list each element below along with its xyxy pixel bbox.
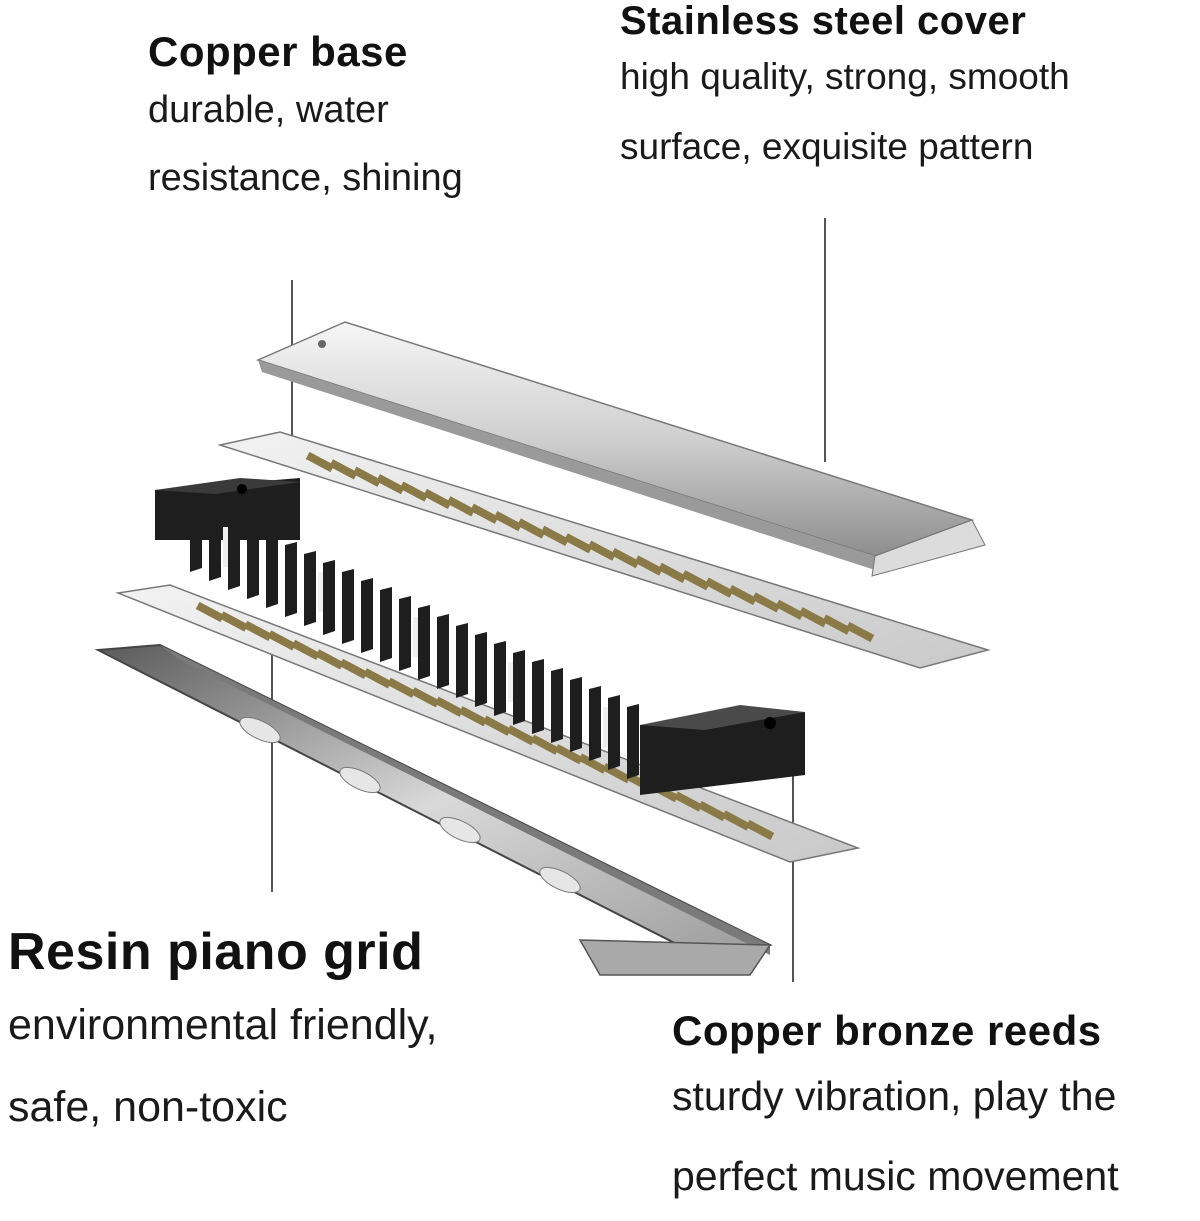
comb-tooth bbox=[608, 695, 620, 770]
upper-reed-slot bbox=[587, 540, 616, 561]
upper-reed-slot bbox=[399, 481, 429, 502]
upper-reed-slot bbox=[798, 607, 828, 628]
upper-reed-slot bbox=[352, 466, 382, 487]
lower-reed-slot bbox=[745, 819, 775, 841]
resin-grid-callout: Resin piano grid environmental friendly,… bbox=[8, 920, 437, 1148]
steel-cover-callout: Stainless steel cover high quality, stro… bbox=[620, 0, 1070, 182]
comb-tooth bbox=[513, 650, 525, 725]
top-cover bbox=[255, 321, 986, 577]
comb-pin bbox=[413, 617, 419, 657]
upper-reed-slot bbox=[423, 488, 452, 510]
upper-reed-plate bbox=[217, 431, 991, 669]
bronze-reeds-desc-line-1: sturdy vibration, play the bbox=[672, 1073, 1117, 1119]
comb-tooth bbox=[190, 497, 202, 572]
upper-reed-slot bbox=[728, 584, 757, 606]
bronze-reeds-title: Copper bronze reeds bbox=[672, 1007, 1102, 1054]
bronze-reeds-desc-line-2: perfect music movement bbox=[672, 1153, 1119, 1199]
comb-tooth bbox=[475, 632, 487, 707]
lower-reed-slot bbox=[482, 715, 512, 736]
comb-tooth bbox=[437, 614, 449, 689]
comb-tooth bbox=[266, 533, 278, 608]
comb-tooth bbox=[551, 668, 563, 743]
lower-reed-plate bbox=[115, 584, 861, 863]
lower-reed-slot bbox=[578, 753, 607, 774]
lower-reed-slot bbox=[458, 706, 488, 727]
comb-tooth bbox=[380, 587, 392, 662]
comb-tooth bbox=[456, 623, 468, 698]
comb-tooth bbox=[399, 596, 411, 671]
resin-grid-title: Resin piano grid bbox=[8, 923, 424, 981]
bottom-cover bbox=[94, 643, 773, 976]
upper-reed-slot bbox=[704, 577, 734, 598]
lower-reed-slot bbox=[195, 601, 225, 623]
steel-cover-desc-line-1: high quality, strong, smooth bbox=[620, 56, 1070, 97]
lower-reed-slot bbox=[291, 639, 320, 661]
copper-base-desc-line-2: resistance, shining bbox=[148, 157, 463, 199]
comb-tooth bbox=[570, 677, 582, 752]
lower-reed-slot bbox=[339, 658, 368, 679]
bronze-reeds-callout: Copper bronze reeds sturdy vibration, pl… bbox=[672, 1006, 1119, 1216]
comb-tooth bbox=[494, 641, 506, 716]
upper-reed-slot bbox=[634, 555, 663, 576]
lower-reed-slot bbox=[721, 810, 751, 831]
upper-reed-slot bbox=[305, 451, 335, 473]
upper-reed-slot bbox=[493, 511, 523, 532]
comb-tooth bbox=[228, 515, 240, 590]
comb-tooth bbox=[285, 542, 297, 617]
copper-base-callout: Copper base durable, water resistance, s… bbox=[148, 28, 463, 212]
lower-reed-slot bbox=[530, 734, 560, 755]
upper-reed-slot bbox=[376, 474, 405, 495]
comb-tooth bbox=[323, 560, 335, 635]
comb-pin bbox=[508, 662, 514, 702]
copper-base-desc-line-1: durable, water bbox=[148, 89, 389, 131]
lower-reed-slot bbox=[219, 611, 249, 632]
comb-pin bbox=[223, 527, 229, 567]
upper-reed-slot bbox=[329, 459, 358, 480]
upper-reed-slot bbox=[470, 503, 499, 524]
comb-tooth bbox=[342, 569, 354, 644]
upper-reed-slot bbox=[657, 562, 687, 583]
upper-reed-slot bbox=[610, 547, 640, 569]
comb-tooth bbox=[627, 704, 639, 779]
lower-reed-slot bbox=[506, 725, 536, 746]
comb-tooth bbox=[532, 659, 544, 734]
upper-reed-slot bbox=[517, 518, 546, 539]
upper-reed-slot bbox=[681, 570, 710, 591]
lower-reed-slot bbox=[363, 668, 392, 689]
lower-reed-slot bbox=[554, 744, 583, 765]
comb-tooth bbox=[304, 551, 316, 626]
lower-reed-slot bbox=[267, 630, 296, 651]
upper-reed-slot bbox=[751, 592, 781, 613]
comb-tooth bbox=[247, 524, 259, 599]
lower-reed-slot bbox=[315, 649, 344, 670]
comb-tooth bbox=[418, 605, 430, 680]
lower-reed-slot bbox=[697, 800, 727, 822]
comb-tooth bbox=[209, 506, 221, 581]
upper-reed-slot bbox=[446, 496, 476, 517]
comb-pin bbox=[318, 572, 324, 612]
lower-reed-slot bbox=[243, 620, 273, 642]
steel-cover-title: Stainless steel cover bbox=[620, 0, 1027, 43]
lower-reed-slot bbox=[674, 791, 703, 812]
copper-base-title: Copper base bbox=[148, 28, 408, 75]
lower-reed-slot bbox=[410, 687, 440, 708]
upper-reed-slot bbox=[775, 599, 804, 620]
upper-reed-slot bbox=[822, 614, 851, 635]
lower-reed-slot bbox=[434, 696, 464, 717]
upper-reed-slot bbox=[540, 525, 570, 547]
resin-grid-desc-line-1: environmental friendly, bbox=[8, 1001, 438, 1049]
comb-tooth bbox=[361, 578, 373, 653]
lower-reed-slot bbox=[387, 677, 416, 698]
upper-reed-slot bbox=[564, 533, 593, 554]
resin-grid-desc-line-2: safe, non-toxic bbox=[8, 1083, 288, 1131]
comb bbox=[155, 478, 805, 795]
comb-pin bbox=[603, 707, 609, 747]
steel-cover-desc-line-2: surface, exquisite pattern bbox=[620, 126, 1034, 167]
comb-tooth bbox=[589, 686, 601, 761]
upper-reed-slot bbox=[845, 621, 875, 643]
